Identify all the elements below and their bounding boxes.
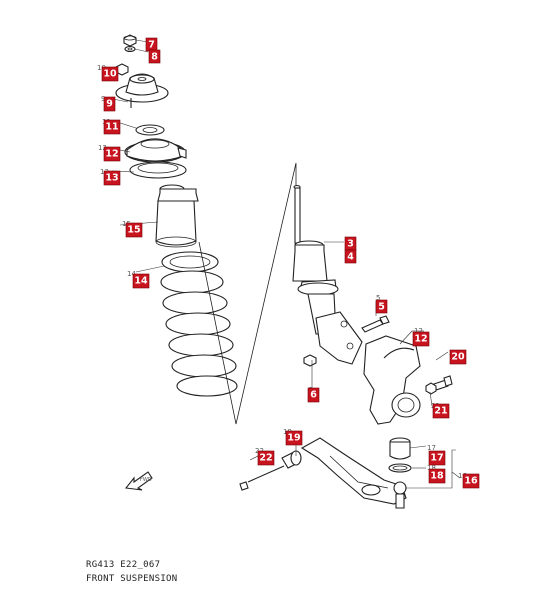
- strut-mount-washer: [124, 45, 136, 53]
- strut-bolt: [361, 315, 390, 333]
- svg-text:15: 15: [127, 225, 140, 236]
- svg-text:FWD: FWD: [140, 477, 152, 483]
- front-direction-arrow-icon: FWD: [124, 471, 153, 491]
- callout-11[interactable]: 11: [103, 119, 121, 135]
- callout-17[interactable]: 17: [428, 450, 446, 466]
- svg-text:4: 4: [347, 252, 354, 263]
- callout-5[interactable]: 5: [375, 299, 388, 314]
- upper-spring-seat: [124, 138, 187, 163]
- diagram-code: RG413 E22_067: [86, 560, 161, 570]
- callout-7[interactable]: 7: [145, 37, 158, 52]
- strut-assembly: [292, 184, 363, 365]
- knuckle-bolt: [433, 375, 453, 391]
- ball-joint-clip: [388, 463, 412, 473]
- callout-6[interactable]: 6: [307, 387, 320, 403]
- svg-text:11: 11: [105, 122, 118, 133]
- svg-text:21: 21: [434, 406, 447, 417]
- callout-15[interactable]: 15: [125, 222, 143, 238]
- svg-text:14: 14: [134, 276, 148, 287]
- svg-text:18: 18: [430, 471, 444, 482]
- svg-text:10: 10: [103, 69, 117, 80]
- svg-text:6: 6: [310, 390, 317, 401]
- callout-22[interactable]: 22: [257, 450, 275, 466]
- svg-text:12: 12: [98, 144, 107, 152]
- strut-mount-nut: [123, 34, 137, 47]
- ball-joint-boot: [389, 437, 411, 460]
- bearing: [135, 124, 165, 136]
- svg-text:17: 17: [430, 453, 443, 464]
- svg-text:17: 17: [427, 444, 436, 452]
- callout-18[interactable]: 18: [428, 468, 446, 484]
- callout-3[interactable]: 3: [344, 236, 357, 251]
- ball-joint: [393, 481, 407, 509]
- svg-text:12: 12: [414, 327, 423, 335]
- callout-12[interactable]: 12: [103, 146, 121, 162]
- svg-text:5: 5: [378, 302, 385, 313]
- svg-text:5: 5: [376, 294, 380, 302]
- spring-insulator: [129, 161, 187, 179]
- control-arm-bushing: [281, 450, 302, 469]
- svg-text:16: 16: [464, 476, 478, 487]
- svg-text:22: 22: [259, 453, 272, 464]
- strut-mount: [115, 73, 169, 103]
- callout-4[interactable]: 4: [344, 249, 357, 264]
- knuckle-nut: [425, 382, 437, 395]
- callout-14[interactable]: 14: [132, 273, 150, 289]
- control-arm-bolt: [239, 465, 285, 491]
- lower-control-arm: [300, 437, 407, 505]
- diagram-title: FRONT SUSPENSION: [86, 574, 178, 584]
- svg-text:12: 12: [105, 149, 118, 160]
- svg-text:8: 8: [151, 52, 158, 63]
- svg-text:14: 14: [127, 270, 136, 278]
- steering-knuckle: [363, 335, 421, 425]
- svg-text:12: 12: [414, 334, 427, 345]
- callout-20[interactable]: 20: [449, 349, 467, 365]
- callout-10[interactable]: 10: [101, 66, 119, 82]
- callout-16[interactable]: 16: [462, 473, 480, 489]
- coil-spring: [160, 251, 238, 397]
- svg-text:13: 13: [105, 173, 118, 184]
- callout-21[interactable]: 21: [432, 403, 450, 419]
- leader-lines: [105, 39, 461, 489]
- callout-8[interactable]: 8: [148, 49, 161, 64]
- svg-text:20: 20: [451, 352, 465, 363]
- svg-text:19: 19: [287, 433, 300, 444]
- svg-text:9: 9: [101, 95, 105, 103]
- svg-text:9: 9: [106, 99, 113, 110]
- svg-text:7: 7: [148, 40, 155, 51]
- svg-text:10: 10: [97, 64, 106, 72]
- callout-9[interactable]: 9: [103, 96, 116, 112]
- bump-stopper-boot: [155, 184, 199, 248]
- callout-19[interactable]: 19: [285, 430, 303, 446]
- svg-text:18: 18: [427, 464, 436, 472]
- svg-text:3: 3: [347, 239, 354, 250]
- callout-12-knuckle[interactable]: 12: [412, 331, 430, 347]
- callout-13[interactable]: 13: [103, 170, 121, 186]
- strut-nut: [303, 354, 317, 367]
